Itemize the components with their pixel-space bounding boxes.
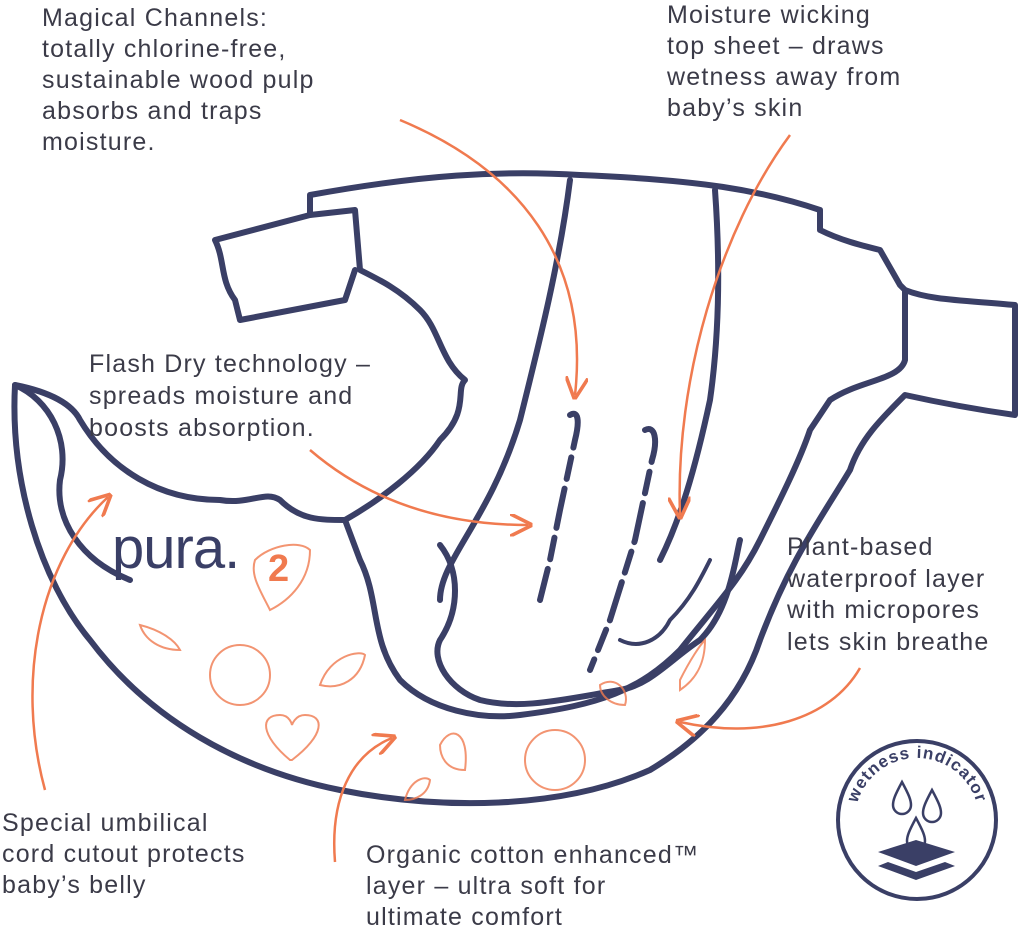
callout-line: ultimate comfort	[366, 903, 564, 931]
magical-channel	[537, 410, 581, 603]
callout-line: cord cutout protects	[2, 840, 246, 868]
callout-magical-channels: Magical Channels: totally chlorine-free,…	[42, 3, 315, 158]
magical-channel	[587, 426, 659, 673]
diaper-outline	[11, 287, 1018, 807]
arrow-flash-dry	[309, 449, 528, 525]
callout-line: Moisture wicking	[667, 1, 871, 29]
callout-line: Flash Dry technology –	[89, 350, 372, 378]
arrow-plant-based	[680, 667, 862, 728]
callout-line: Plant-based	[787, 533, 934, 561]
arrow-umbilical	[31, 497, 108, 791]
size-number: 2	[268, 548, 290, 590]
heart-earth-print	[265, 713, 320, 761]
callout-line: Magical Channels:	[42, 4, 269, 32]
callout-line: Special umbilical	[2, 809, 209, 837]
baby-face-print	[524, 729, 586, 791]
callout-line: sustainable wood pulp	[42, 66, 315, 94]
leaf-print	[318, 652, 367, 688]
leaf-print	[138, 623, 182, 652]
callout-line: absorbs and traps	[42, 97, 263, 125]
callout-organic-cotton: Organic cotton enhanced™ layer – ultra s…	[366, 840, 699, 933]
callout-line: spreads moisture and	[89, 382, 354, 410]
callout-line: moisture.	[42, 128, 156, 156]
arrow-magical-channels	[399, 118, 577, 395]
arrow-organic-cotton	[333, 738, 392, 863]
callout-line: baby’s skin	[667, 94, 804, 122]
wetness-indicator-badge: wetness indicator	[836, 739, 998, 901]
callout-plant-based: Plant-based waterproof layer with microp…	[787, 532, 989, 658]
baby-face-print	[209, 644, 271, 706]
callout-line: wetness away from	[667, 63, 902, 91]
callout-line: baby’s belly	[2, 871, 147, 899]
leaf-print	[438, 732, 467, 772]
callout-line: totally chlorine-free,	[42, 35, 287, 63]
callout-line: layer – ultra soft for	[366, 872, 607, 900]
callout-umbilical: Special umbilical cord cutout protects b…	[2, 808, 246, 901]
brand-logo: pura.	[112, 516, 240, 581]
leaf-outline-print	[252, 543, 312, 612]
arrow-moisture-wicking	[680, 134, 792, 515]
callout-line: top sheet – draws	[667, 32, 885, 60]
callout-line: boosts absorption.	[89, 414, 315, 442]
callout-line: with micropores	[787, 596, 981, 624]
leaf-print	[598, 680, 627, 707]
callout-line: waterproof layer	[787, 564, 986, 593]
leaf-print	[403, 777, 432, 802]
callout-line: Organic cotton enhanced™	[366, 841, 700, 869]
callout-moisture-wicking: Moisture wicking top sheet – draws wetne…	[667, 0, 901, 124]
callout-line: lets skin breathe	[787, 627, 990, 656]
leaf-print	[679, 637, 707, 692]
callout-flash-dry: Flash Dry technology – spreads moisture …	[89, 348, 371, 444]
